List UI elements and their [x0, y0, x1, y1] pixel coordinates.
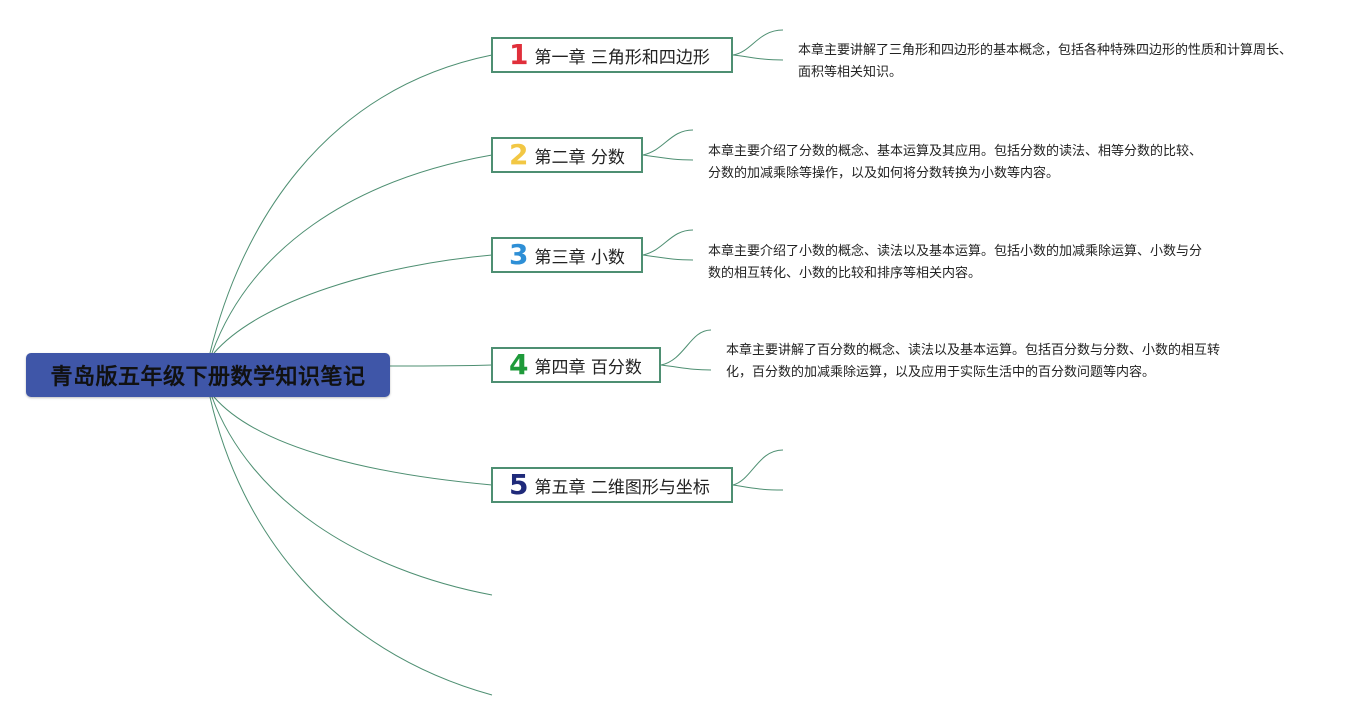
- chapter-2-topic[interactable]: 2 第二章 分数: [491, 137, 643, 173]
- chapter-3-number-icon: 3: [509, 238, 529, 271]
- note-bracket-1a: [732, 29, 784, 56]
- branch-line-5: [213, 396, 493, 486]
- chapter-5-topic[interactable]: 5 第五章 二维图形与坐标: [491, 467, 733, 503]
- chapter-1-topic[interactable]: 1 第一章 三角形和四边形: [491, 37, 733, 73]
- root-title: 青岛版五年级下册数学知识笔记: [50, 365, 366, 390]
- note-bracket-4a: [660, 329, 712, 366]
- note-bracket-3b: [642, 254, 694, 261]
- chapter-2-number-icon: 2: [509, 138, 529, 171]
- note-bracket-3a: [642, 229, 694, 256]
- note-bracket-2b: [642, 154, 694, 161]
- chapter-2-note[interactable]: 本章主要介绍了分数的概念、基本运算及其应用。包括分数的读法、相等分数的比较、分数…: [708, 144, 1203, 181]
- chapter-1-title: 第一章 三角形和四边形: [534, 47, 710, 68]
- note-bracket-1b: [732, 54, 784, 61]
- chapter-4-note[interactable]: 本章主要讲解了百分数的概念、读法以及基本运算。包括百分数与分数、小数的相互转化，…: [726, 343, 1221, 380]
- branch-line-7: [209, 396, 493, 696]
- chapter-1-note[interactable]: 本章主要讲解了三角形和四边形的基本概念，包括各种特殊四边形的性质和计算周长、面积…: [798, 43, 1293, 80]
- branch-line-6: [211, 396, 493, 596]
- root-topic[interactable]: 青岛版五年级下册数学知识笔记: [26, 353, 390, 397]
- note-bracket-2a: [642, 129, 694, 156]
- branch-line-2: [211, 154, 493, 354]
- note-bracket-4b: [660, 364, 712, 371]
- chapter-5-title: 第五章 二维图形与坐标: [534, 477, 710, 498]
- chapter-4-title: 第四章 百分数: [534, 357, 642, 378]
- chapter-3-note[interactable]: 本章主要介绍了小数的概念、读法以及基本运算。包括小数的加减乘除运算、小数与分数的…: [708, 244, 1203, 281]
- chapter-3-title: 第三章 小数: [534, 247, 625, 268]
- chapter-3-topic[interactable]: 3 第三章 小数: [491, 237, 643, 273]
- chapter-2-title: 第二章 分数: [534, 147, 625, 168]
- chapter-5-number-icon: 5: [509, 468, 529, 501]
- note-bracket-5b: [732, 484, 784, 491]
- chapter-1-number-icon: 1: [509, 38, 529, 71]
- branch-line-4: [389, 364, 493, 367]
- branch-line-1: [209, 54, 493, 354]
- branch-line-3: [213, 254, 493, 354]
- chapter-4-topic[interactable]: 4 第四章 百分数: [491, 347, 661, 383]
- note-bracket-5a: [732, 449, 784, 486]
- chapter-4-number-icon: 4: [509, 348, 529, 381]
